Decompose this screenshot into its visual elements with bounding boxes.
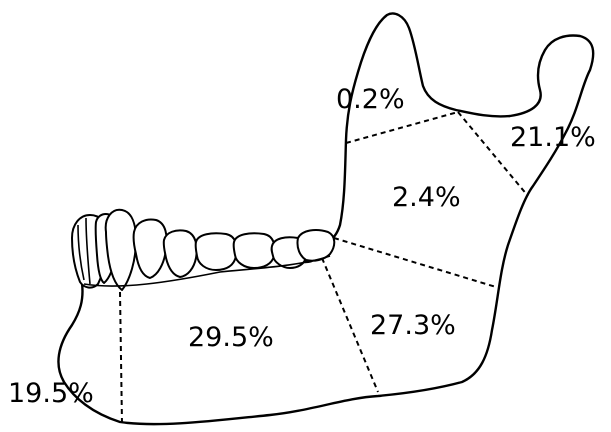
tooth — [196, 233, 237, 270]
divider-ramus-angle — [334, 238, 496, 287]
label-body: 29.5% — [188, 322, 274, 353]
teeth-row — [72, 210, 334, 290]
tooth — [164, 230, 197, 277]
tooth — [106, 210, 136, 290]
label-angle: 27.3% — [370, 310, 456, 341]
mandible-outline — [58, 14, 593, 425]
tooth — [134, 220, 167, 279]
label-ramus: 2.4% — [392, 182, 461, 213]
label-coronoid: 0.2% — [336, 84, 405, 115]
tooth — [234, 233, 275, 268]
divider-symphysis-body — [120, 292, 122, 424]
label-symphysis: 19.5% — [8, 378, 94, 409]
label-condyle: 21.1% — [510, 122, 596, 153]
divider-coronoid-ramus — [346, 112, 458, 143]
